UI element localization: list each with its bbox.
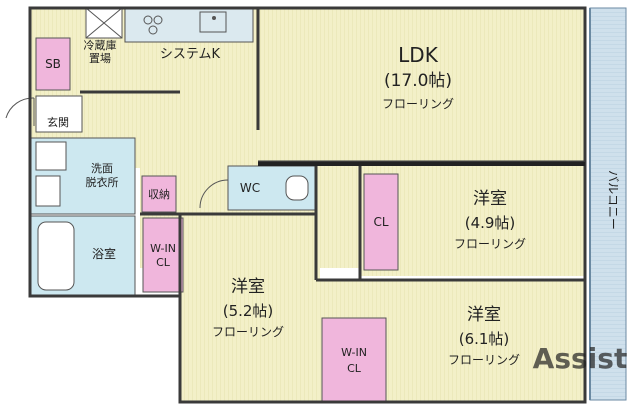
label-walkin-a-2: CL bbox=[156, 256, 171, 269]
label-walkin-b-1: W-IN bbox=[341, 346, 367, 359]
room-ldk-size: (17.0帖) bbox=[384, 71, 452, 91]
label-walkin-b-2: CL bbox=[347, 362, 362, 375]
label-storage: 収納 bbox=[148, 188, 170, 201]
label-entrance: 玄関 bbox=[47, 115, 69, 129]
entrance-area bbox=[35, 95, 83, 133]
room-western-a-name: 洋室 bbox=[473, 189, 507, 209]
sb-closet bbox=[35, 37, 71, 91]
closet-cl bbox=[363, 173, 399, 271]
label-walkin-a-1: W-IN bbox=[150, 242, 176, 255]
kitchen-counter bbox=[124, 7, 254, 43]
label-sb: SB bbox=[45, 57, 61, 71]
label-cl: CL bbox=[373, 215, 388, 229]
walkin-closet-a bbox=[142, 217, 184, 293]
label-fridge-1: 冷蔵庫 bbox=[84, 38, 117, 52]
label-bath: 浴室 bbox=[92, 246, 116, 261]
walkin-closet-b bbox=[321, 317, 387, 403]
room-ldk-floor: フローリング bbox=[382, 97, 454, 111]
label-washroom-2: 脱衣所 bbox=[86, 175, 119, 189]
label-kitchen: システムK bbox=[160, 47, 221, 62]
label-wc: WC bbox=[240, 181, 260, 195]
room-western-c-name: 洋室 bbox=[467, 305, 501, 325]
room-western-a-floor: フローリング bbox=[454, 237, 526, 251]
room-western-c-size: (6.1帖) bbox=[459, 330, 510, 348]
balcony-area bbox=[589, 7, 627, 401]
room-western-a-size: (4.9帖) bbox=[465, 214, 516, 232]
room-ldk-name: LDK bbox=[398, 43, 439, 67]
room-western-b-floor: フローリング bbox=[212, 325, 284, 339]
room-western-b-name: 洋室 bbox=[231, 277, 265, 297]
storage-closet bbox=[141, 175, 177, 213]
room-western-c-floor: フローリング bbox=[448, 353, 520, 367]
watermark: Assist bbox=[533, 342, 628, 375]
label-fridge-2: 置場 bbox=[89, 52, 111, 65]
room-western-b-size: (5.2帖) bbox=[223, 302, 274, 320]
label-balcony: バルコニー bbox=[606, 170, 620, 230]
label-washroom-1: 洗面 bbox=[91, 162, 113, 175]
